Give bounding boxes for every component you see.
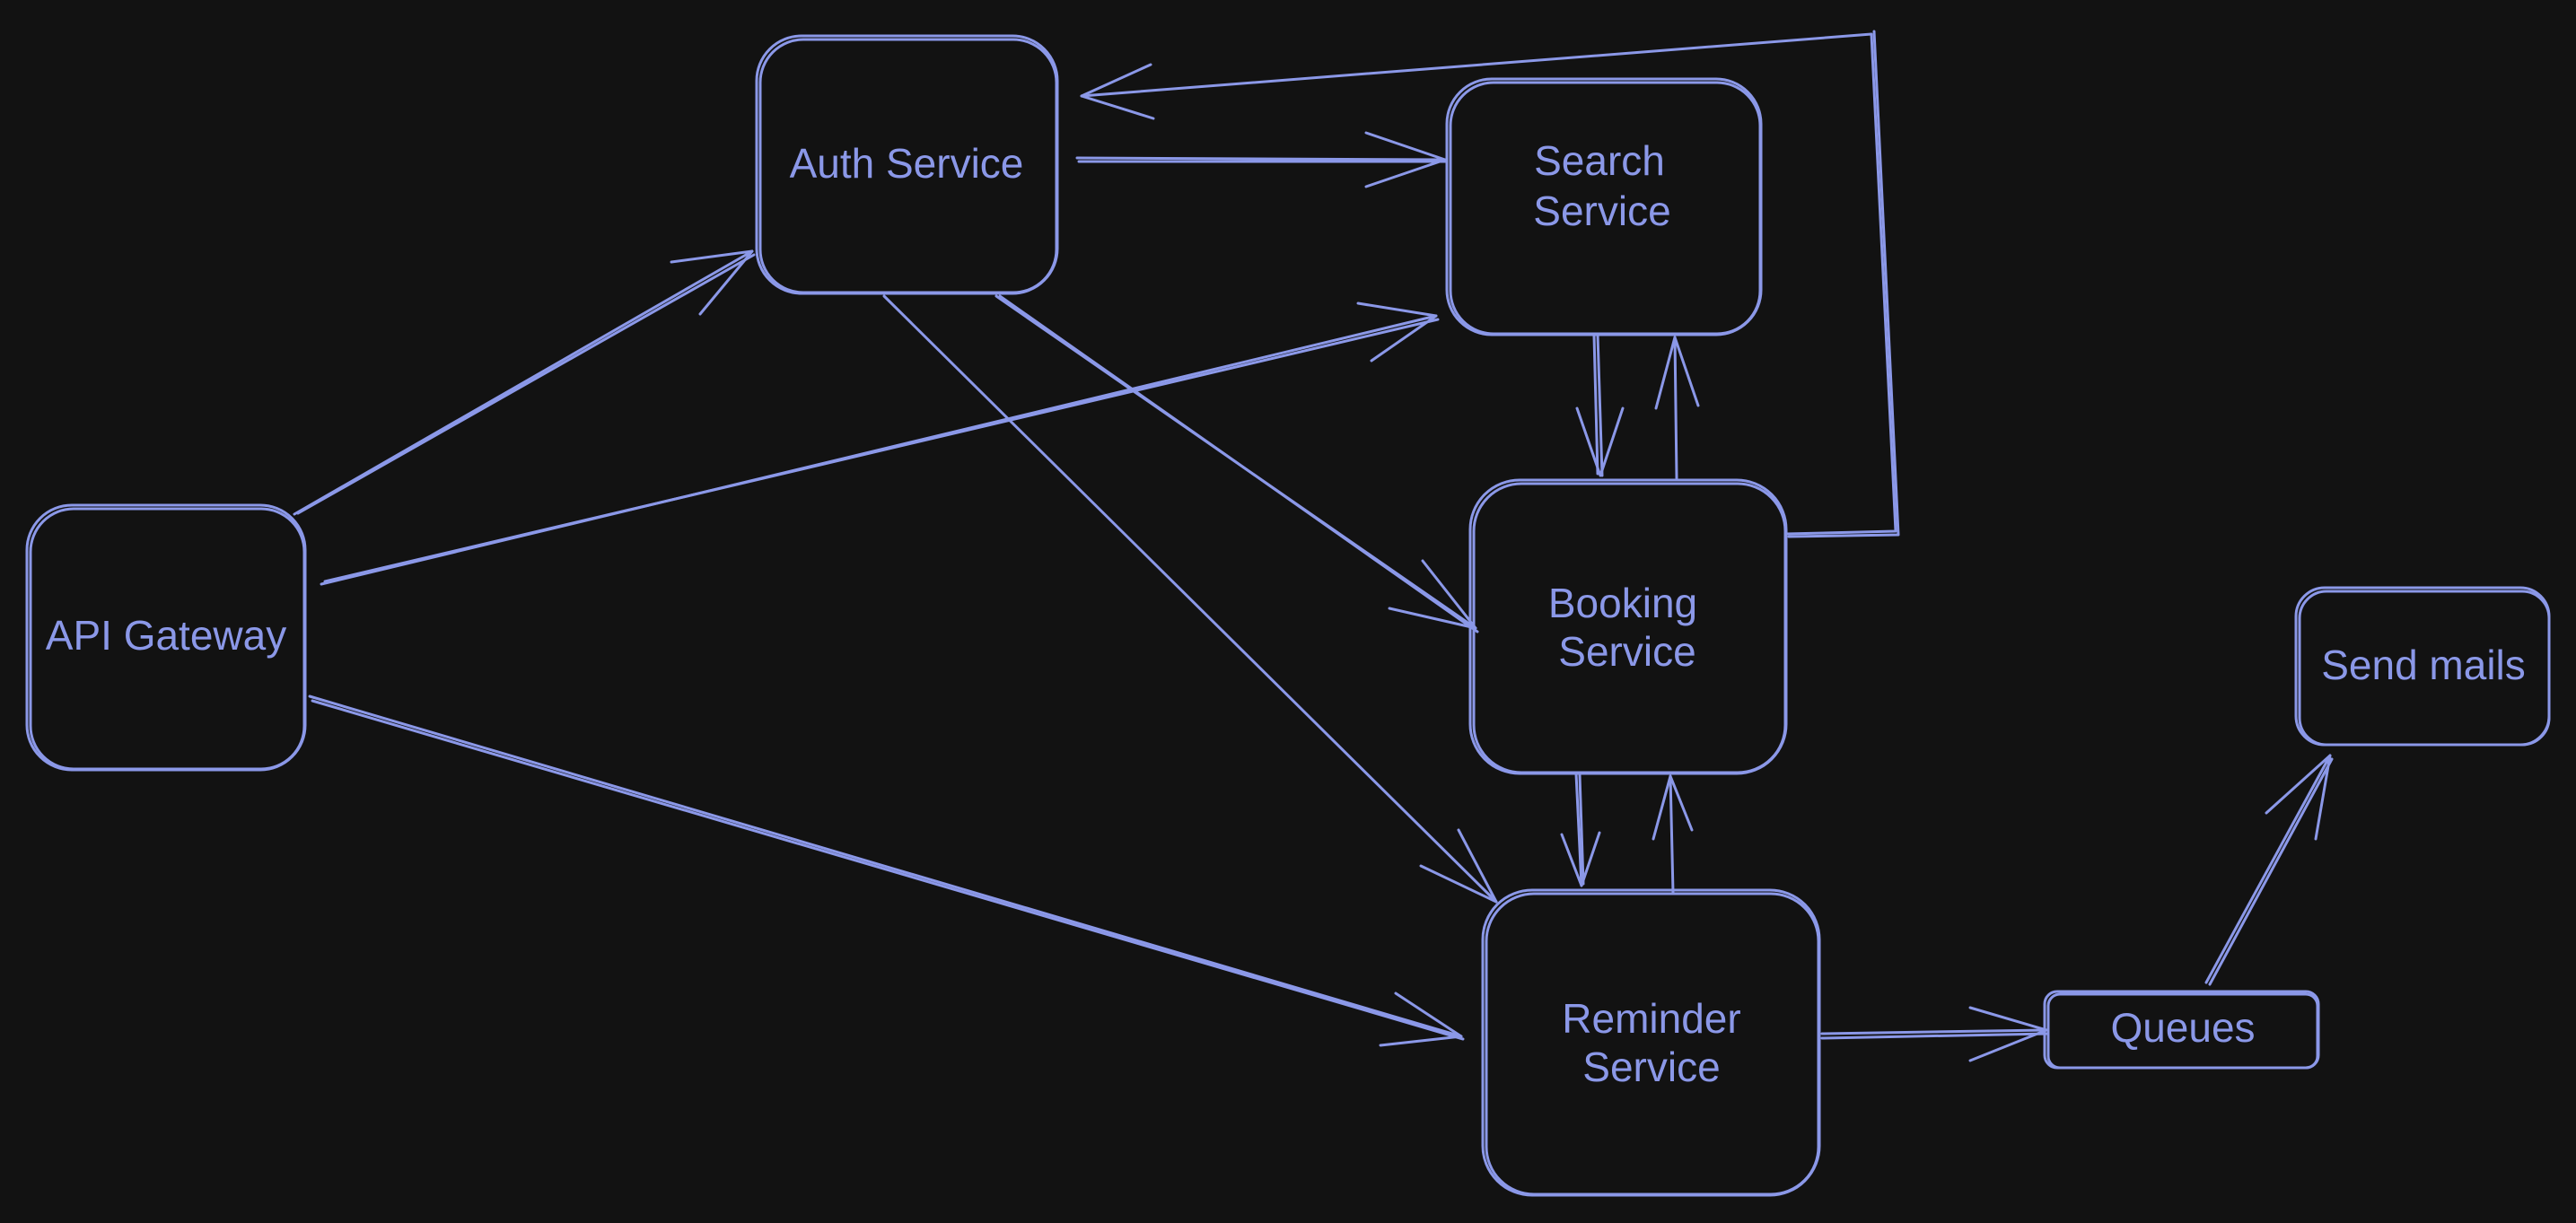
- edge-api-gateway-to-search-service: [320, 301, 1440, 586]
- edge-auth-service-to-search-service: [1075, 131, 1449, 188]
- node-label: API Gateway: [46, 612, 286, 659]
- edge-auth-service-to-booking-service: [994, 294, 1479, 633]
- edge-api-gateway-to-reminder-service: [308, 694, 1465, 1047]
- node-label-line-1: Search: [1534, 137, 1665, 184]
- node-send-mails[interactable]: Send mails: [2294, 586, 2551, 747]
- node-booking-service[interactable]: Booking Service: [1468, 478, 1788, 775]
- node-label: Send mails: [2321, 642, 2526, 688]
- node-label-line-2: Service: [1533, 188, 1670, 234]
- node-queues[interactable]: Queues: [2043, 990, 2320, 1070]
- node-auth-service[interactable]: Auth Service: [755, 34, 1059, 295]
- node-label-line-1: Booking: [1548, 580, 1697, 626]
- node-reminder-service[interactable]: Reminder Service: [1481, 888, 1821, 1197]
- edge-booking-service-to-reminder-service: [1560, 772, 1601, 887]
- node-search-service[interactable]: Search Service: [1445, 77, 1763, 336]
- node-label-line-2: Service: [1582, 1044, 1720, 1090]
- edge-reminder-service-to-booking-service: [1652, 774, 1694, 895]
- node-label-line-2: Service: [1558, 628, 1695, 675]
- edge-auth-service-to-reminder-service: [882, 294, 1498, 904]
- edge-reminder-service-to-queues: [1820, 1006, 2050, 1062]
- node-label-line-1: Reminder: [1562, 995, 1740, 1042]
- edge-queues-to-send-mails: [2204, 754, 2334, 986]
- edge-booking-service-to-auth-service: [1080, 30, 1900, 538]
- node-label: Queues: [2110, 1004, 2255, 1051]
- edge-api-gateway-to-auth-service: [293, 249, 756, 516]
- edge-search-service-to-booking-service: [1575, 333, 1625, 477]
- node-label: Auth Service: [790, 140, 1024, 187]
- node-api-gateway[interactable]: API Gateway: [25, 503, 307, 772]
- edge-booking-service-to-search-service: [1654, 336, 1700, 480]
